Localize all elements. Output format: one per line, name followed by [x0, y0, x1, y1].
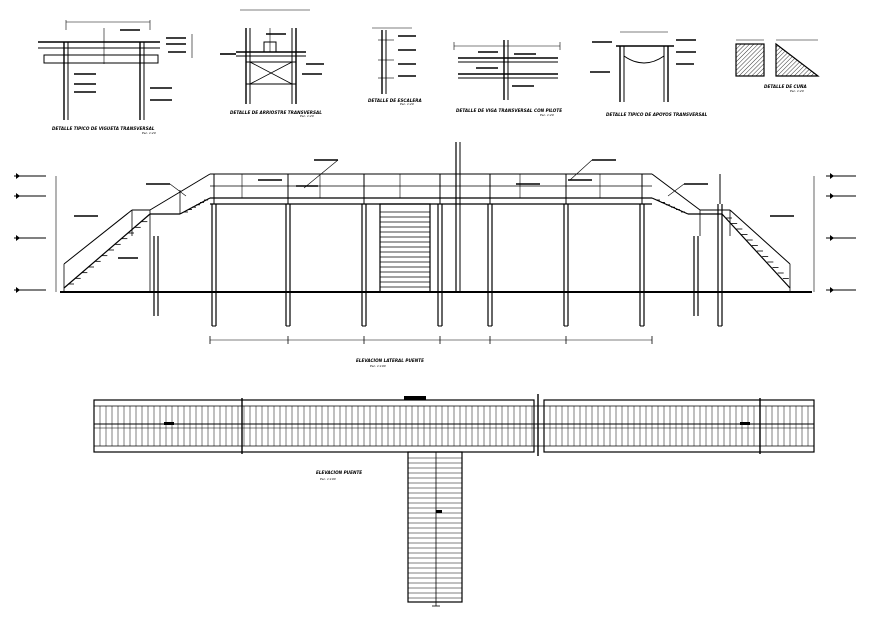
elevation-lateral-caption: ELEVACION LATERAL PUENTE	[356, 358, 424, 363]
detail-escalera: DETALLE DE ESCALERA Esc. 1:20	[368, 27, 422, 106]
detail-cuna: DETALLE DE CUÑA Esc. 1:20	[735, 39, 820, 93]
detail-vigueta-scale: Esc. 1:20	[142, 131, 156, 135]
detail-viga-pilote: DETALLE DE VIGA TRANSVERSAL CON PILOTE E…	[453, 40, 562, 117]
elevation-lateral-scale: Esc. 1:100	[370, 364, 386, 368]
elevation-center-stair	[380, 211, 430, 288]
detail-cuna-scale: Esc. 1:20	[790, 89, 804, 93]
elevation-lateral-drawing: ELEVACION LATERAL PUENTE Esc. 1:100	[14, 142, 856, 368]
elevation-posts	[153, 174, 723, 327]
detail-viga-scale: Esc. 1:20	[540, 113, 554, 117]
elevation-dimension-ticks	[209, 336, 653, 344]
detail-cuna-caption: DETALLE DE CUÑA	[764, 84, 807, 89]
detail-vigueta-caption: DETALLE TIPICO DE VIGUETA TRANSVERSAL	[52, 126, 155, 131]
elevation-plan-drawing: ELEVACION PUENTE Esc. 1:100	[93, 394, 815, 607]
detail-escalera-scale: Esc. 1:20	[400, 102, 414, 106]
elevation-plan-scale: Esc. 1:100	[320, 477, 336, 481]
detail-viga-caption: DETALLE DE VIGA TRANSVERSAL CON PILOTE	[456, 108, 562, 113]
detail-arriostre-transversal: DETALLE DE ARRIOSTRE TRANSVERSAL Esc. 1:…	[220, 9, 324, 118]
elevation-plan-caption: ELEVACION PUENTE	[316, 470, 362, 475]
detail-apoyos-caption: DETALLE TIPICO DE APOYOS TRANSVERSAL	[606, 112, 708, 117]
elevation-stair-steps	[68, 199, 789, 285]
detail-arriostre-scale: Esc. 1:20	[300, 114, 314, 118]
detail-escalera-caption: DETALLE DE ESCALERA	[368, 98, 422, 103]
detail-apoyos-transversal: DETALLE TIPICO DE APOYOS TRANSVERSAL	[590, 31, 708, 117]
plan-stair-treads	[408, 457, 462, 599]
detail-arriostre-caption: DETALLE DE ARRIOSTRE TRANSVERSAL	[230, 110, 322, 115]
detail-vigueta-transversal: DETALLE TIPICO DE VIGUETA TRANSVERSAL Es…	[38, 20, 193, 135]
plan-deck-slats	[99, 406, 809, 446]
